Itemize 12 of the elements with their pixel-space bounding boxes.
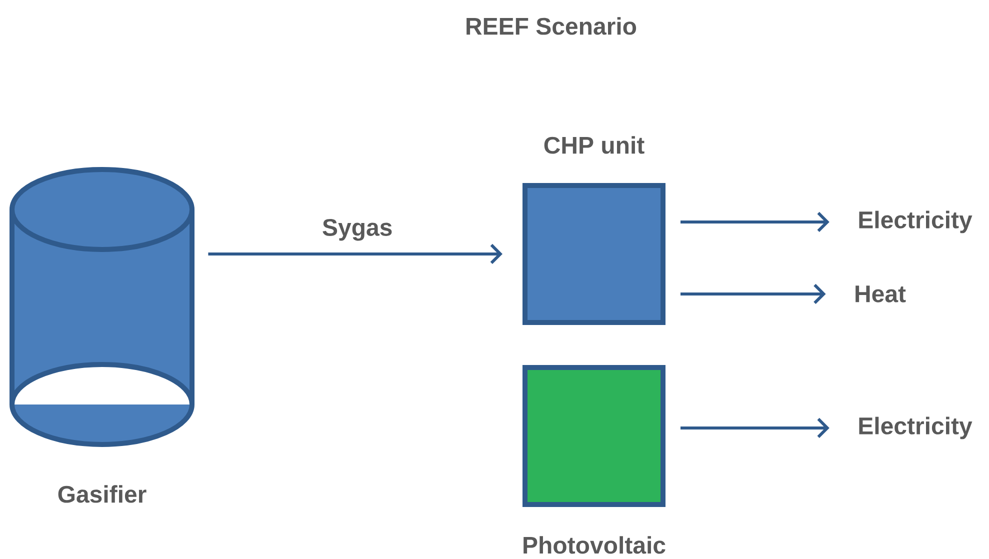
output-label: Electricity	[859, 416, 972, 440]
arrow	[680, 284, 826, 304]
output-label: Heat	[856, 286, 906, 302]
edge-label: Sygas	[321, 218, 394, 242]
arrow	[680, 212, 830, 232]
title: REEF Scenario	[466, 17, 636, 35]
output-label: Electricity	[859, 210, 972, 234]
node-label: Gasifier	[58, 485, 146, 503]
node-label: CHP unit	[544, 136, 644, 154]
node-label: Photovoltaic	[524, 536, 666, 554]
arrow	[680, 418, 830, 438]
arrow	[208, 244, 502, 264]
